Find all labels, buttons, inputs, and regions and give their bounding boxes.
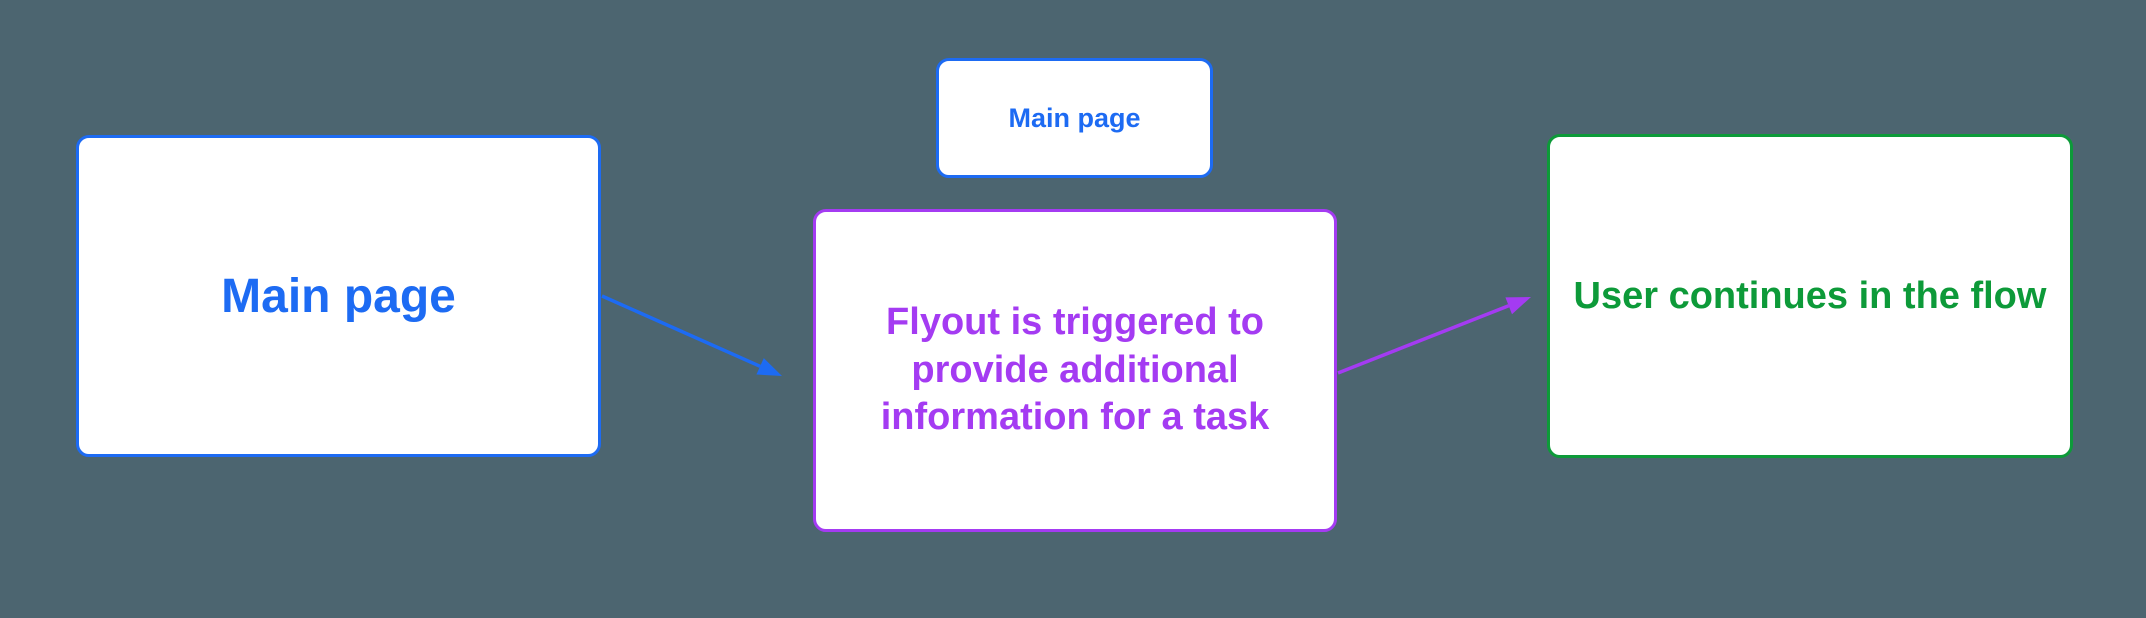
node-flyout-label-line-2: provide additional [911, 348, 1239, 391]
node-user-continues: User continues in the flow [1547, 134, 2073, 458]
node-main-page-small-label: Main page [1008, 102, 1141, 133]
node-main-page-small: Main page [936, 58, 1213, 178]
arrow-main-page-to-flyout-head-icon [756, 358, 782, 376]
node-flyout-label-line-1: Flyout is triggered to [886, 300, 1264, 343]
arrow-flyout-to-user-continues-head-icon [1505, 297, 1531, 315]
node-flyout: Flyout is triggered to provide additiona… [813, 209, 1337, 532]
arrow-flyout-to-user-continues-line [1337, 304, 1510, 375]
node-main-page-label: Main page [221, 269, 456, 323]
node-flyout-label-line-3: information for a task [880, 396, 1270, 439]
arrow-main-page-to-flyout-line [601, 294, 761, 368]
arrow-main-page-to-flyout [601, 294, 782, 376]
arrow-flyout-to-user-continues [1337, 297, 1531, 375]
node-main-page: Main page [76, 135, 601, 457]
node-user-continues-label: User continues in the flow [1573, 274, 2047, 317]
